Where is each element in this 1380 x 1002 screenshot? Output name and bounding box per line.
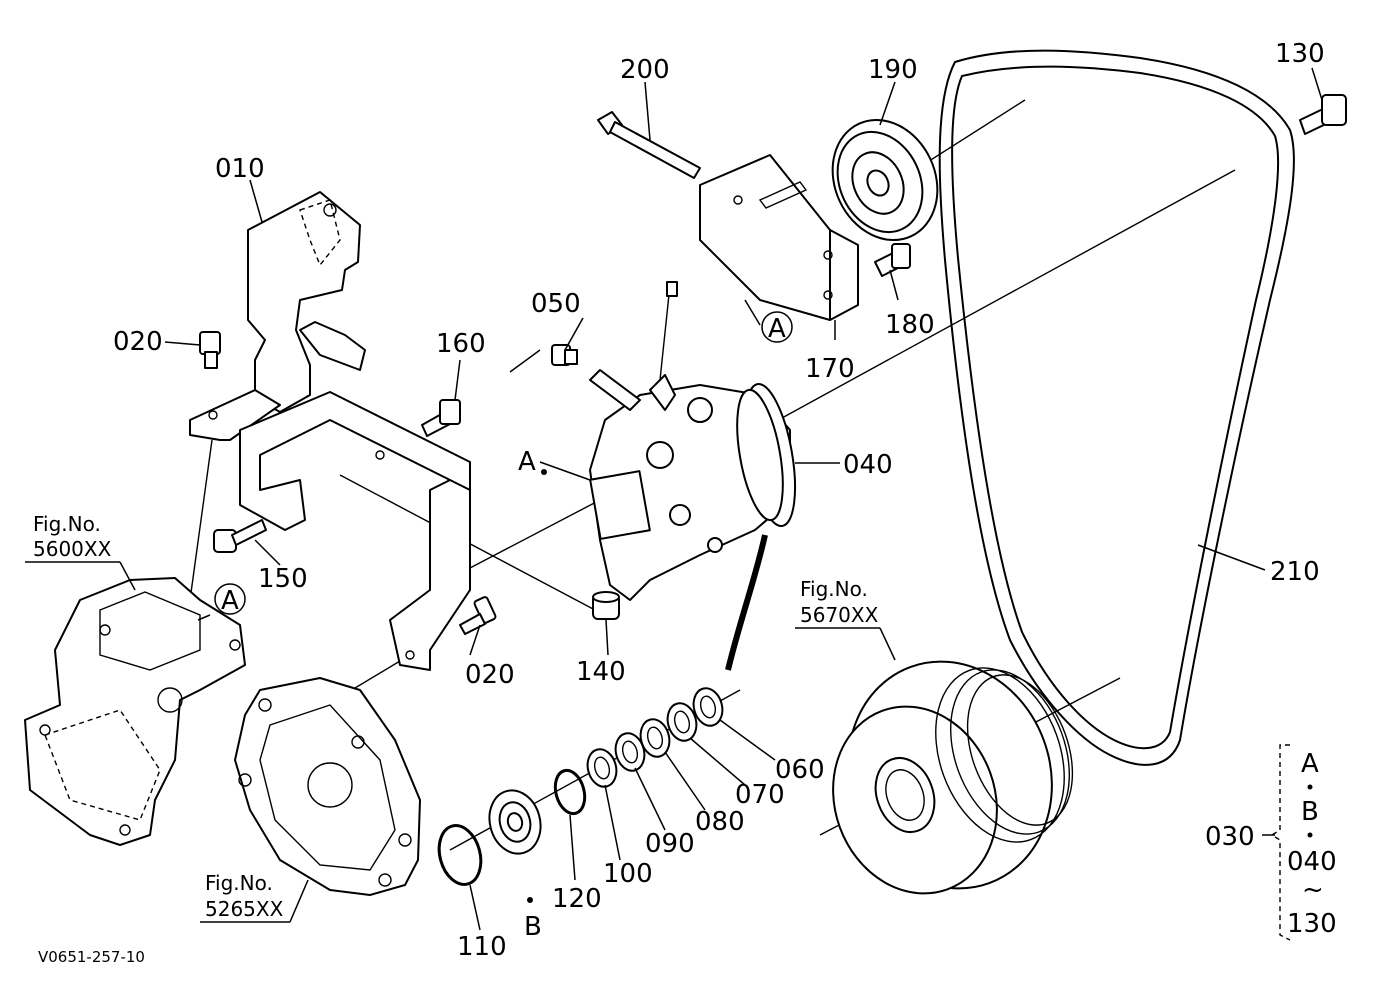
markers: A A A B [214, 311, 793, 942]
label-100: 100 [603, 859, 653, 889]
fig-5670-line1: Fig.No. [800, 577, 868, 601]
label-060: 060 [775, 755, 825, 785]
bolt-020-lower [459, 596, 497, 635]
marker-A-point: A [518, 447, 536, 477]
label-040: 040 [843, 450, 893, 480]
bolt-200 [597, 111, 701, 179]
bolt-150 [213, 519, 267, 553]
label-200: 200 [620, 55, 670, 85]
label-120: 120 [552, 884, 602, 914]
label-180: 180 [885, 310, 935, 340]
shims-060-100 [586, 687, 724, 788]
bolt-180 [874, 243, 911, 277]
compressor-040 [589, 281, 797, 601]
leader-lines [25, 67, 1323, 931]
bolt-130 [1299, 94, 1347, 135]
drawing-code: V0651-257-10 [38, 948, 145, 966]
label-160: 160 [436, 329, 486, 359]
marker-B-point: B [524, 912, 542, 942]
flywheel-housing [234, 677, 421, 896]
figure-references: Fig.No. 5600XX Fig.No. 5670XX Fig.No. 52… [33, 512, 879, 921]
label-020-upper: 020 [113, 327, 163, 357]
snap-ring-120 [553, 768, 587, 816]
range-from: 040 [1287, 847, 1337, 877]
label-130: 130 [1275, 39, 1325, 69]
bolt-160 [421, 399, 461, 437]
black-lead-arc [725, 534, 768, 671]
label-190: 190 [868, 55, 918, 85]
range-tilde: ~ [1302, 875, 1324, 905]
fig-5265-line1: Fig.No. [205, 871, 273, 895]
label-080: 080 [695, 807, 745, 837]
marker-A-circle-upper [761, 311, 793, 343]
marker-A-dot [541, 469, 547, 475]
gear-case [24, 577, 246, 846]
label-170: 170 [805, 354, 855, 384]
label-030: 030 [1205, 822, 1255, 852]
range-bracket: A B 040 ~ 130 [1270, 744, 1337, 941]
main-bracket-010 [189, 191, 471, 671]
label-110: 110 [457, 932, 507, 962]
fig-5670-line2: 5670XX [800, 603, 879, 627]
label-070: 070 [735, 780, 785, 810]
bracket-170 [699, 154, 859, 321]
fig-5600-line2: 5600XX [33, 537, 112, 561]
marker-A-circle-lower-text: A [221, 586, 239, 616]
range-top-A: A [1301, 749, 1319, 779]
marker-A-circle-upper-text: A [768, 314, 786, 344]
label-050: 050 [531, 289, 581, 319]
bolt-020-upper [199, 331, 221, 369]
crank-pulley [832, 660, 1074, 895]
fig-5265-line2: 5265XX [205, 897, 284, 921]
label-020-lower: 020 [465, 660, 515, 690]
bushing-140 [592, 591, 620, 620]
label-090: 090 [645, 829, 695, 859]
range-dot-2 [1307, 832, 1313, 838]
label-010: 010 [215, 154, 265, 184]
range-dot-1 [1307, 784, 1313, 790]
range-mid-B: B [1301, 797, 1319, 827]
pulley-190 [831, 118, 939, 242]
label-150: 150 [258, 564, 308, 594]
label-210: 210 [1270, 557, 1320, 587]
marker-A-circle-lower [214, 583, 246, 615]
marker-B-dot [527, 897, 533, 903]
part-labels: 010 020 020 030 040 050 060 070 080 090 … [113, 39, 1325, 962]
range-to: 130 [1287, 909, 1337, 939]
v-belt-210 [938, 49, 1295, 766]
snap-ring-110 [437, 824, 483, 886]
fig-5600-line1: Fig.No. [33, 512, 101, 536]
bearing [488, 789, 542, 855]
bolt-050 [551, 344, 578, 366]
label-140: 140 [576, 657, 626, 687]
